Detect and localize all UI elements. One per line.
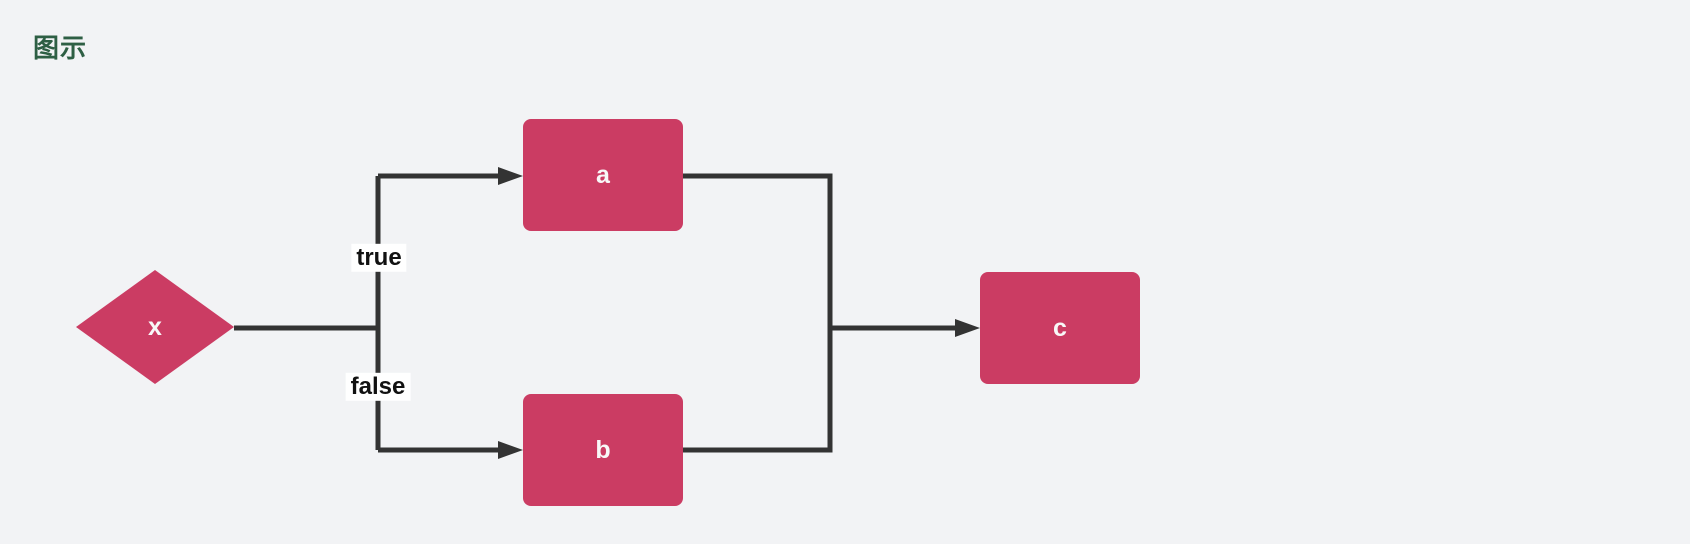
node-a-label: a bbox=[596, 160, 610, 189]
node-x-label: x bbox=[148, 312, 162, 341]
edge-x-b-arrowhead bbox=[498, 441, 523, 459]
node-c-rect: c bbox=[980, 272, 1140, 384]
edge-merge-bracket-line bbox=[683, 173, 833, 453]
edge-merge-c-arrowhead bbox=[955, 319, 980, 337]
edge-label-false: false bbox=[345, 372, 411, 402]
node-b-rect: b bbox=[523, 394, 683, 506]
edge-label-true: true bbox=[351, 243, 407, 273]
page-title: 图示 bbox=[33, 33, 88, 63]
node-c-label: c bbox=[1053, 313, 1067, 342]
node-a-rect: a bbox=[523, 119, 683, 231]
edge-x-a-arrowhead bbox=[498, 167, 523, 185]
node-b-label: b bbox=[595, 435, 611, 464]
